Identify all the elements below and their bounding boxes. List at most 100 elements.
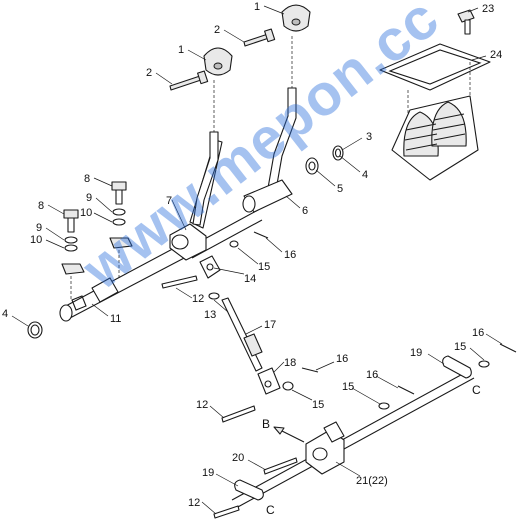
upper-clevis-pin xyxy=(161,275,198,289)
left-bolt-stack xyxy=(61,209,85,300)
callout-15-upper: 15 xyxy=(258,261,270,273)
right-washer xyxy=(112,208,126,216)
right-lever-arm xyxy=(267,87,297,191)
knob-screw-right xyxy=(243,33,270,47)
lower-clevis-pin-hole xyxy=(264,380,272,388)
callout-12-upper: 12 xyxy=(192,293,204,305)
shaft-collar xyxy=(91,277,119,303)
lower-shaft-assembly xyxy=(213,343,517,519)
lower-clevis-joint xyxy=(221,367,319,423)
callout-23: 23 xyxy=(482,3,494,15)
callout-2-left: 2 xyxy=(146,67,152,79)
callout-19-right: 19 xyxy=(410,347,422,359)
left-knob xyxy=(203,47,233,76)
right-bolt-head xyxy=(111,181,127,191)
cross-shaft-assembly xyxy=(59,139,263,322)
right-knob-hole xyxy=(291,18,301,26)
callout-11: 11 xyxy=(110,313,121,325)
callout-20: 20 xyxy=(232,452,244,464)
lower-washer xyxy=(282,381,294,391)
callout-24: 24 xyxy=(490,49,502,61)
left-bolt-head xyxy=(63,209,79,219)
shift-arm-tab xyxy=(323,421,345,443)
lower-shaft-line-lower xyxy=(235,377,475,509)
right-bolt-shank xyxy=(115,189,123,205)
callout-4-right: 4 xyxy=(362,169,368,181)
callout-15-middle: 15 xyxy=(312,399,324,411)
bushing-hole xyxy=(308,161,316,171)
callout-18: 18 xyxy=(284,357,296,369)
callout-21-22: 21(22) xyxy=(356,475,388,487)
boot-bellow-ribs xyxy=(404,113,466,151)
upper-link-plate xyxy=(442,355,472,379)
snap-ring-right-inner xyxy=(334,148,342,158)
left-nut-block xyxy=(61,263,85,275)
boot-plate xyxy=(379,43,491,91)
left-washer xyxy=(64,236,78,244)
view-label-c-upper: C xyxy=(472,383,481,397)
callout-15-right: 15 xyxy=(454,341,466,353)
rod-end-nut xyxy=(208,292,220,300)
right-knob xyxy=(281,4,311,32)
snap-ring-left xyxy=(27,321,43,339)
callout-9-right: 9 xyxy=(86,192,92,204)
callout-8-right: 8 xyxy=(84,173,90,185)
cross-shaft-end xyxy=(59,304,73,322)
boot-assembly xyxy=(379,9,491,181)
callout-8-left: 8 xyxy=(38,200,44,212)
view-label-b: B xyxy=(262,417,270,431)
callout-3: 3 xyxy=(366,131,372,143)
lower-link-pin xyxy=(213,505,240,519)
callout-16-upper: 16 xyxy=(284,249,296,261)
left-shift-lever xyxy=(192,47,233,226)
upper-link-washer xyxy=(478,360,490,368)
mid-cotter-pin xyxy=(397,385,415,395)
yoke-bore xyxy=(171,234,189,250)
boot-screw-head xyxy=(457,9,475,23)
callout-1-left: 1 xyxy=(178,44,184,56)
lower-cotter-pin xyxy=(301,367,319,373)
callout-12-middle: 12 xyxy=(196,399,208,411)
callout-1-right: 1 xyxy=(254,1,260,13)
callout-5: 5 xyxy=(337,183,343,195)
callout-13: 13 xyxy=(204,309,216,321)
cross-shaft-body xyxy=(61,244,189,319)
knob-screw-right-head xyxy=(264,28,276,43)
upper-clevis-joint xyxy=(161,231,269,300)
boot-plate-opening xyxy=(388,49,482,85)
callout-12-lower: 12 xyxy=(188,497,200,509)
leader-lines xyxy=(11,5,503,515)
upper-link-cotter-pin xyxy=(499,343,517,353)
snap-ring-right xyxy=(332,145,344,161)
callout-labels: 1 1 2 2 3 4 4 5 6 7 8 8 9 9 10 10 11 12 … xyxy=(2,1,502,509)
mid-washer xyxy=(378,402,390,410)
callout-7: 7 xyxy=(166,195,172,207)
knob-screw-left xyxy=(169,75,202,91)
control-rod-nut xyxy=(243,333,263,357)
shift-arm-bore xyxy=(312,447,328,461)
control-rod xyxy=(221,297,263,372)
right-nut-block xyxy=(109,237,133,249)
boot-screw-shank xyxy=(464,19,471,35)
callout-16-middle: 16 xyxy=(336,353,348,365)
knob-screw-left-head xyxy=(197,70,209,85)
lower-link-plate xyxy=(234,479,264,501)
callout-4-left: 4 xyxy=(2,308,8,320)
left-lever-arm xyxy=(192,131,219,226)
left-lock-washer xyxy=(64,244,78,252)
view-b-arrow-head xyxy=(273,426,285,435)
snap-ring-left-inner xyxy=(30,324,40,336)
upper-cotter-pin xyxy=(253,231,269,239)
callout-9-left: 9 xyxy=(36,222,42,234)
left-knob-hole xyxy=(213,62,223,70)
upper-washer xyxy=(229,240,239,248)
callout-14: 14 xyxy=(244,273,256,285)
left-bolt-shank xyxy=(67,217,75,233)
callout-10-right: 10 xyxy=(80,207,92,219)
upper-clevis-pin-hole xyxy=(206,263,214,271)
callout-6: 6 xyxy=(302,205,308,217)
right-lock-washer xyxy=(112,218,126,226)
arm-bolt xyxy=(263,457,298,475)
